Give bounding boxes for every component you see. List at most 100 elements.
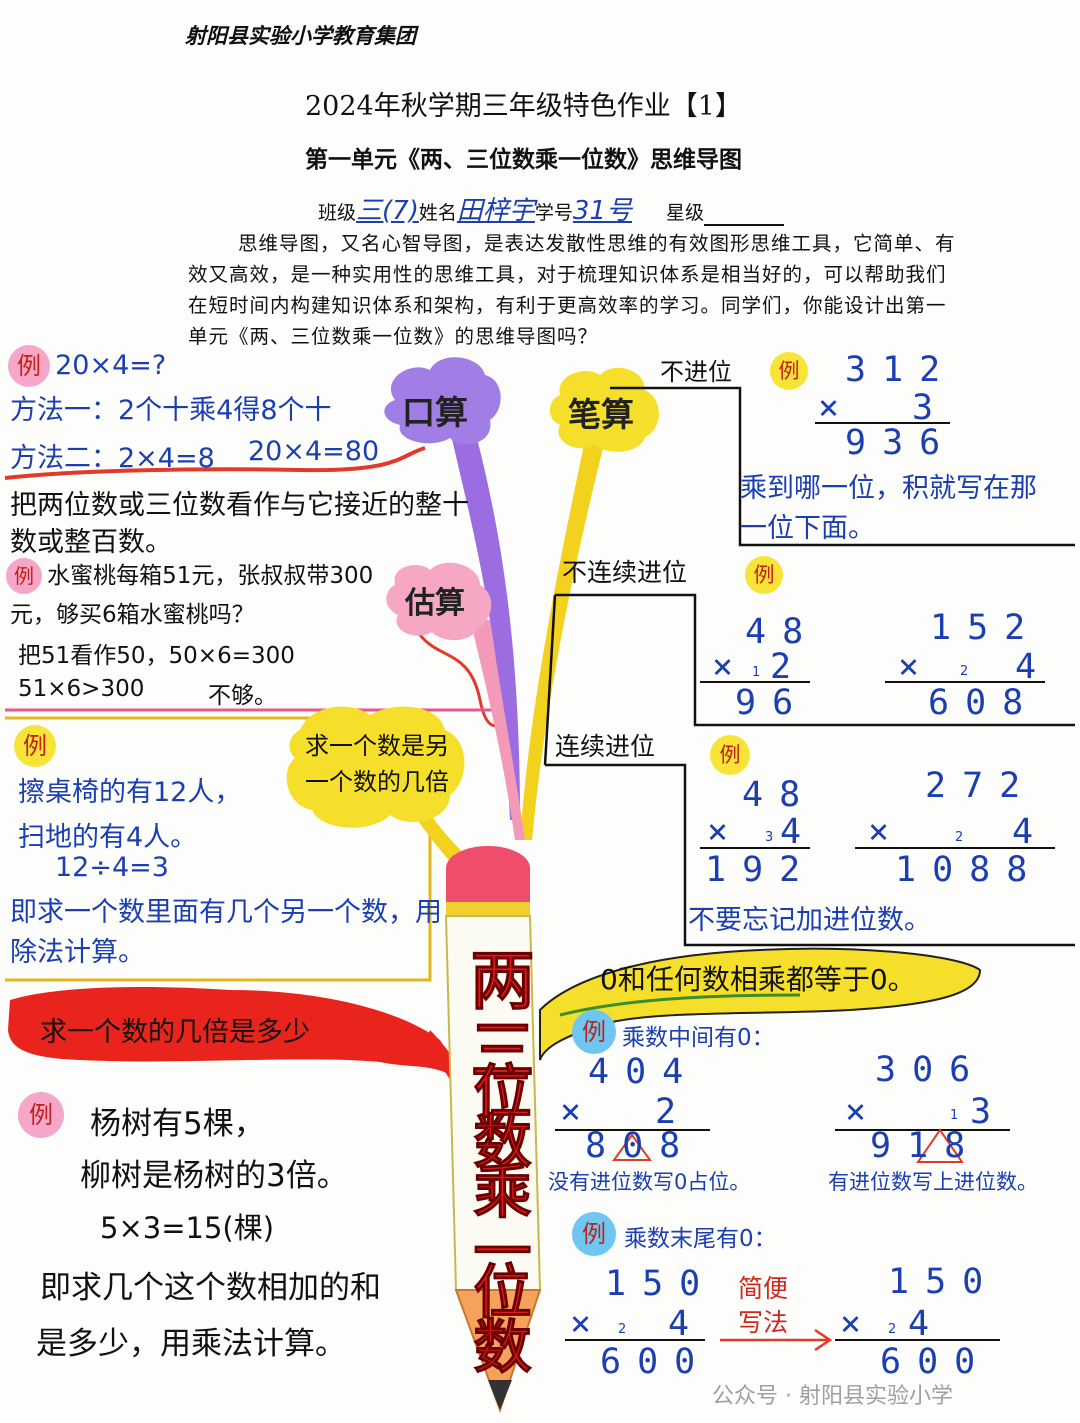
red-wavy-line [4,446,426,480]
calc-carry: 2 [955,830,964,845]
zero-banner-underline [559,993,801,1017]
oral-method-1: 方法一：2个十乘4得8个十 [10,395,332,426]
page-subtitle: 第一单元《两、三位数乘一位数》思维导图 [305,146,742,173]
consec-label: 连续进位 [555,732,656,761]
estimate-problem-1: 水蜜桃每箱51元，张叔叔带300 [47,563,374,589]
center-char: 三 [470,1014,535,1090]
zero-end-title: 乘数末尾有0： [624,1226,777,1252]
calc-op: × [712,647,750,687]
calc-carry: 3 [765,830,774,845]
center-char: 一 [473,1218,532,1287]
estimate-branch [470,620,525,840]
number-value: 31号 [572,196,632,226]
class-label: 班级 [318,202,357,224]
oral-method-2b: 20×4=80 [248,436,380,467]
calc-carry: 2 [618,1322,627,1337]
calc-b: 2 [770,647,808,687]
calc-b: 3 [970,1092,1008,1132]
times-ex-2: 扫地的有4人。 [18,822,198,853]
oral-example: 例 20×4=? [8,345,166,387]
calc-a: 152 [930,608,1042,648]
estimate-node-label: 估算 [405,586,465,621]
carry-connector [545,763,1075,947]
name-value: 田梓宇 [456,196,535,226]
star-blank [704,202,785,226]
example-badge: 例 [572,1212,616,1256]
zero-middle-title: 乘数中间有0： [622,1025,775,1051]
carry-marker [916,1128,964,1163]
example-badge: 例 [14,725,56,767]
calc-a: 404 [588,1052,700,1092]
times-node-label: 求一个数是另 一个数的几倍 [305,728,449,800]
non-consec-badge-wrap: 例 [745,556,783,594]
example-badge: 例 [6,558,42,594]
center-char: 数 [473,1313,532,1382]
calc-op: × [570,1304,608,1344]
zero-end-badge-wrap: 例 [572,1212,616,1256]
calc-carry: 1 [950,1108,959,1123]
estimate-rule-1: 把两位数或三位数看作与它接近的整十 [10,490,469,521]
class-value: 三(7) [356,196,419,226]
multiple-ex-2: 柳树是杨树的3倍。 [80,1158,348,1194]
center-char: 两 [470,944,535,1020]
center-char: 位 [473,1058,532,1127]
pencil-ferrule [446,902,530,916]
calc-result: 192 [705,850,817,890]
star-label: 星级 [666,202,705,224]
school-name: 射阳县实验小学教育集团 [185,24,416,48]
calc-result: 600 [600,1342,712,1382]
calc-result: 608 [928,683,1040,723]
intro-paragraph: 思维导图，又名心智导图，是表达发散性思维的有效图形思维工具，它简单、有效又高效，… [188,232,956,348]
multiple-badge-wrap: 例 [18,1092,64,1138]
calc-op: × [868,812,906,852]
written-connector [610,386,1075,547]
calc-carry: 1 [752,665,761,680]
multiple-rule-1: 即求几个这个数相加的和 [40,1270,381,1306]
pencil-eraser-body [446,868,530,908]
estimate-solve-1: 把51看作50，50×6=300 [18,643,295,669]
calc-result: 600 [880,1342,992,1382]
center-char: 位 [473,1258,532,1327]
calc-a: 48 [742,775,817,815]
times-badge-wrap: 例 [14,725,56,767]
calc-a: 272 [925,766,1037,806]
no-carry-result: 936 [845,423,957,463]
oral-balloon [384,357,501,445]
pencil-point [488,1380,512,1410]
shortcut-arrow [720,1328,833,1352]
calc-result: 96 [735,683,810,723]
times-node-line: 求一个数是另 [305,732,449,760]
written-left-line [543,594,557,766]
center-char: 乘 [473,1158,532,1227]
multiple-banner-label: 求一个数的几倍是多少 [40,1017,310,1048]
calc-b: 4 [1012,812,1050,852]
multiple-banner [8,987,470,1090]
written-branch [520,440,605,840]
estimate-solve-2a: 51×6>300 [18,676,145,702]
calc-a: 306 [875,1050,987,1090]
estimate-solve-2b: 不够。 [208,683,277,709]
multiple-rule-2: 是多少，用乘法计算。 [36,1326,346,1362]
number-label: 学号 [534,202,573,224]
consec-note: 不要忘记加进位数。 [688,905,931,936]
pencil-tip [454,1289,542,1414]
times-node-line: 一个数的几倍 [305,768,449,796]
written-node-label: 笔算 [568,395,634,434]
calc-op: × [707,812,745,852]
times-balloon [286,706,465,828]
oral-question: 20×4=? [55,350,167,381]
calc-result: 808 [585,1126,697,1166]
times-rule-2: 除法计算。 [10,937,145,968]
no-carry-label: 不进位 [660,358,732,386]
estimate-problem: 例 水蜜桃每箱51元，张叔叔带300 [6,556,373,594]
no-carry-a: 312 [845,350,957,390]
calc-b: 2 [655,1092,693,1132]
calc-op: × [898,647,936,687]
example-badge: 例 [770,352,808,390]
calc-carry: 2 [888,1322,897,1337]
calc-b: 4 [780,812,818,852]
calc-carry: 2 [960,664,969,679]
no-carry-badge-wrap: 例 [770,352,808,390]
calc-a: 48 [745,612,820,652]
